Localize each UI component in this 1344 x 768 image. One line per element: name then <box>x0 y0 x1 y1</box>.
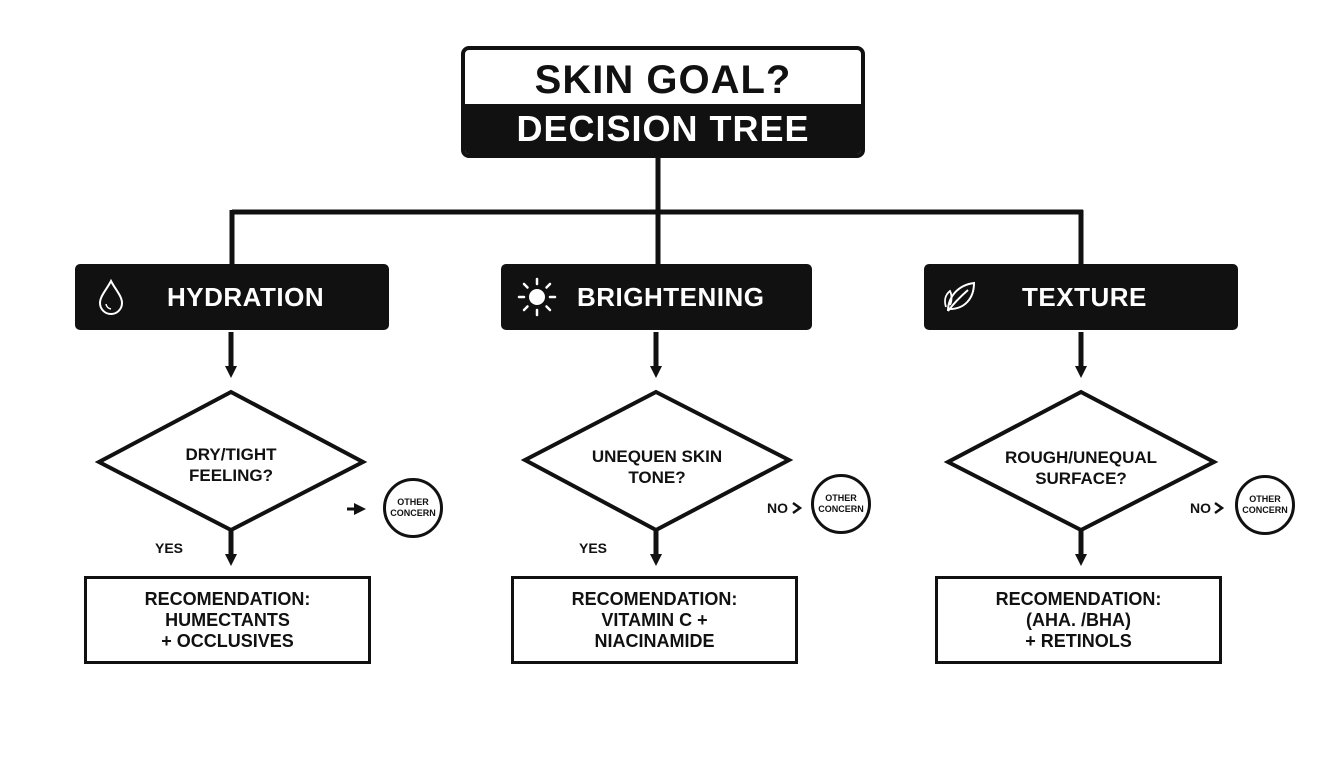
title-line-1: SKIN GOAL? <box>534 57 792 102</box>
category-label: BRIGHTENING <box>577 281 765 312</box>
question-line: ROUGH/UNEQUAL <box>1004 448 1158 467</box>
recommendation-line: NIACINAMIDE <box>594 630 715 651</box>
other-concern-line: OTHER <box>825 493 857 503</box>
question-line: TONE? <box>628 468 686 487</box>
recommendation-heading: RECOMENDATION: <box>995 588 1162 609</box>
arrow-brightening-no <box>792 501 803 515</box>
yes-label-brightening: YES <box>579 540 608 556</box>
recommendation-line: VITAMIN C + <box>601 609 708 630</box>
no-label-texture: NO <box>1190 500 1211 516</box>
recommendation-brightening: RECOMENDATION: VITAMIN C + NIACINAMIDE <box>511 576 798 664</box>
other-concern-line: CONCERN <box>818 504 864 514</box>
other-concern-line: CONCERN <box>390 508 436 518</box>
recommendation-line: (AHA. /BHA) <box>1026 609 1131 630</box>
recommendation-line: + OCCLUSIVES <box>161 630 294 651</box>
category-brightening: BRIGHTENING <box>501 264 812 330</box>
title-line-2: DECISION TREE <box>465 104 861 154</box>
other-concern-line: OTHER <box>1249 494 1281 504</box>
question-line: UNEQUEN SKIN <box>591 447 723 466</box>
category-label: TEXTURE <box>1022 281 1147 312</box>
water-drop-icon <box>91 277 131 317</box>
recommendation-line: HUMECTANTS <box>165 609 290 630</box>
recommendation-hydration: RECOMENDATION: HUMECTANTS + OCCLUSIVES <box>84 576 371 664</box>
recommendation-heading: RECOMENDATION: <box>144 588 311 609</box>
sun-icon <box>517 277 557 317</box>
category-hydration: HYDRATION <box>75 264 389 330</box>
other-concern-line: OTHER <box>397 497 429 507</box>
recommendation-heading: RECOMENDATION: <box>571 588 738 609</box>
no-label-brightening: NO <box>767 500 788 516</box>
yes-label-hydration: YES <box>155 540 184 556</box>
question-hydration: DRY/TIGHT FEELING? <box>131 444 331 486</box>
question-line: SURFACE? <box>1035 469 1127 488</box>
recommendation-line: + RETINOLS <box>1025 630 1132 651</box>
question-texture: ROUGH/UNEQUAL SURFACE? <box>981 447 1181 489</box>
title-box: SKIN GOAL? DECISION TREE <box>461 46 865 158</box>
question-brightening: UNEQUEN SKIN TONE? <box>557 446 757 488</box>
leaf-icon <box>940 277 980 317</box>
recommendation-texture: RECOMENDATION: (AHA. /BHA) + RETINOLS <box>935 576 1222 664</box>
category-label: HYDRATION <box>167 281 325 312</box>
arrow-texture-no <box>1214 501 1225 515</box>
category-texture: TEXTURE <box>924 264 1238 330</box>
question-line: DRY/TIGHT <box>185 445 277 464</box>
other-concern-line: CONCERN <box>1242 505 1288 515</box>
question-line: FEELING? <box>188 466 274 485</box>
